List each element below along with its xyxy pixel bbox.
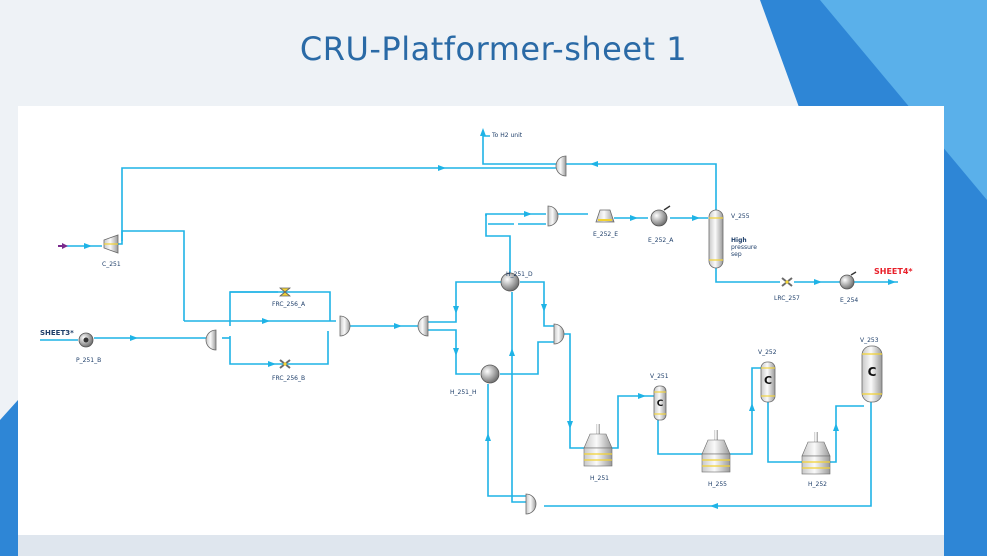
label-e-254: E_254	[840, 297, 858, 304]
label-v-252: V_252	[758, 349, 777, 356]
valve-frc-256-a	[279, 287, 291, 297]
mixer-upper-right	[547, 205, 559, 227]
label-to-h2-unit: To H2 unit	[491, 132, 523, 139]
cooler-e-254	[839, 271, 857, 290]
mixer-top-recycle	[555, 155, 567, 177]
air-cooler-e-252-e	[595, 209, 615, 223]
label-h-251-d: H_251_D	[506, 271, 533, 278]
stream-lines	[40, 135, 898, 507]
valve-lrc-257	[781, 277, 793, 287]
reactor-v-251-mark: C	[657, 399, 664, 409]
splitter-main	[417, 315, 429, 337]
slide-title: CRU-Platformer-sheet 1	[299, 30, 688, 68]
label-p-251-b: P_251_B	[76, 357, 101, 364]
reactor-v-252: C	[760, 361, 776, 403]
label-v-255: V_255	[731, 213, 750, 220]
compressor-c-251	[103, 234, 119, 254]
label-frc-256-a: FRC_256_A	[272, 301, 306, 308]
mixer-combined	[339, 315, 351, 337]
mixer-mid-right	[553, 323, 565, 345]
label-e-252-e: E_252_E	[593, 231, 618, 238]
label-h-252: H_252	[808, 481, 827, 488]
mixer-feed	[205, 329, 217, 351]
label-v-253: V_253	[860, 337, 879, 344]
background-shape-accent	[820, 0, 987, 200]
flow-arrows	[84, 128, 896, 509]
furnace-h-255	[701, 430, 731, 473]
reactor-v-251: C	[653, 385, 667, 421]
separator-v-255	[708, 209, 724, 269]
exchanger-h-251-d	[500, 272, 520, 292]
label-lrc-257: LRC_257	[774, 295, 800, 302]
flowsheet-canvas: C C C To H2 unit C_251 E_252_E E_252_A V…	[40, 128, 913, 515]
background-shape-bottom-left	[0, 400, 18, 556]
label-c-251: C_251	[102, 261, 121, 268]
exchanger-h-251-h	[480, 364, 500, 384]
process-flow-diagram: C C C To H2 unit C_251 E_252_E E_252_A V…	[18, 106, 944, 535]
furnace-h-251	[583, 424, 613, 467]
label-sheet3[interactable]: SHEET3*	[40, 329, 74, 337]
furnace-h-252	[801, 432, 831, 475]
valve-frc-256-b	[279, 359, 291, 369]
reactor-v-253: C	[861, 345, 883, 403]
label-h-251: H_251	[590, 475, 609, 482]
label-v-251: V_251	[650, 373, 669, 380]
mixer-bottom-return	[525, 493, 537, 515]
label-high: High	[731, 237, 747, 244]
reactor-v-252-mark: C	[764, 374, 772, 387]
label-h-255: H_255	[708, 481, 727, 488]
label-frc-256-b: FRC_256_B	[272, 375, 305, 382]
label-sep: sep	[731, 251, 742, 258]
label-h-251-h: H_251_H	[450, 389, 476, 396]
feed-gas-arrow	[62, 243, 68, 249]
pump-p-251-b	[78, 332, 94, 348]
cooler-e-252-a	[650, 205, 671, 227]
background-shape-bottom-strip	[18, 535, 944, 556]
label-sheet4[interactable]: SHEET4*	[874, 267, 913, 276]
label-e-252-a: E_252_A	[648, 237, 674, 244]
label-pressure: pressure	[731, 244, 757, 251]
reactor-v-253-mark: C	[868, 365, 877, 379]
